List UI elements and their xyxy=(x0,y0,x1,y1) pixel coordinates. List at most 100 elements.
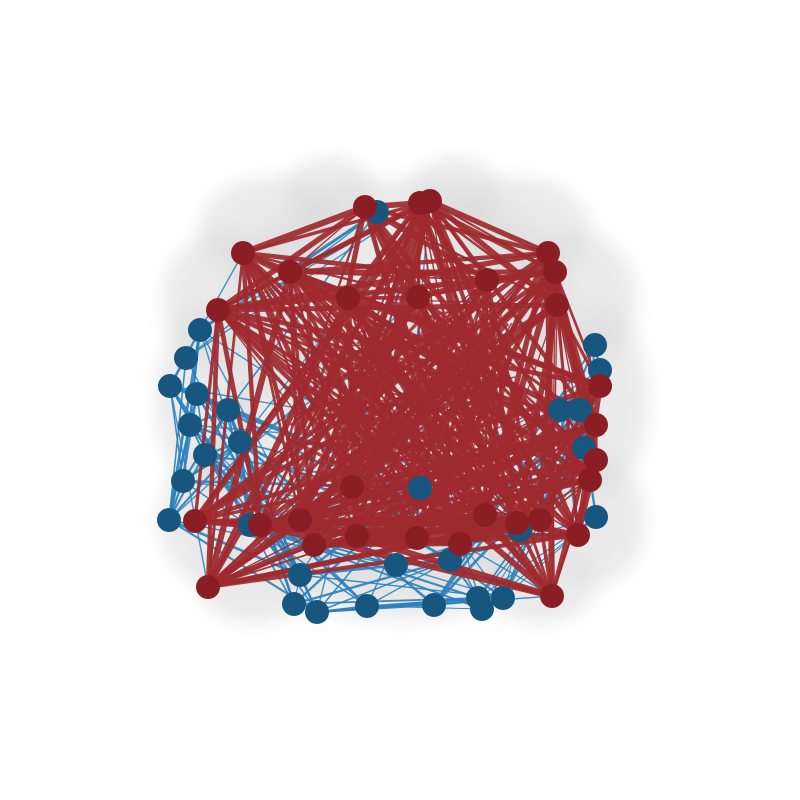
edge-red-inner-497 xyxy=(358,371,452,509)
node-blue-19 xyxy=(384,553,408,577)
edge-red-inner-569 xyxy=(481,343,504,419)
edge-red-inner-482 xyxy=(315,306,468,343)
edge-red-inner-480 xyxy=(417,317,485,371)
edge-red-304 xyxy=(204,294,352,591)
edge-red-inner-558 xyxy=(413,399,496,525)
edge-red-inner-531 xyxy=(462,473,518,496)
node-red-20 xyxy=(345,524,369,548)
node-red-19 xyxy=(302,533,326,557)
edge-red-321 xyxy=(514,302,560,526)
node-red-10 xyxy=(336,286,360,310)
node-red-6 xyxy=(278,260,302,284)
edge-red-222 xyxy=(287,250,551,275)
edge-red-inner-526 xyxy=(345,403,400,521)
edge-red-283 xyxy=(217,309,353,488)
edge-blue-53 xyxy=(182,480,368,607)
node-blue-9 xyxy=(193,443,217,467)
node-blue-18 xyxy=(568,398,592,422)
edge-red-inner-543 xyxy=(390,390,497,486)
edge-red-157 xyxy=(239,203,369,257)
node-red-13 xyxy=(588,374,612,398)
node-blue-27 xyxy=(491,586,515,610)
node-blue-24 xyxy=(422,593,446,617)
edge-red-248 xyxy=(204,268,294,591)
edge-red-inner-573 xyxy=(370,381,461,497)
node-red-22 xyxy=(448,532,472,556)
node-blue-5 xyxy=(185,382,209,406)
edge-red-193 xyxy=(428,199,557,274)
edge-red-inner-519 xyxy=(476,417,497,458)
edge-red-407 xyxy=(482,512,555,599)
node-blue-2 xyxy=(188,318,212,342)
edge-red-inner-475 xyxy=(296,326,313,430)
edge-red-inner-528 xyxy=(289,323,406,427)
edge-red-322 xyxy=(555,303,580,537)
edge-red-inner-568 xyxy=(440,336,467,487)
node-red-24 xyxy=(566,523,590,547)
node-blue-21 xyxy=(282,592,306,616)
edge-red-357 xyxy=(297,457,599,523)
edge-red-inner-564 xyxy=(463,367,468,466)
node-red-9 xyxy=(206,298,230,322)
edge-red-inner-438 xyxy=(472,322,513,390)
edge-red-inner-474 xyxy=(351,355,434,363)
edge-red-inner-540 xyxy=(312,326,438,422)
node-red-21 xyxy=(405,526,429,550)
edge-red-inner-510 xyxy=(362,406,484,442)
edge-red-190 xyxy=(427,198,551,256)
edge-red-218 xyxy=(241,251,302,522)
node-blue-22 xyxy=(305,600,329,624)
node-red-1 xyxy=(353,195,377,219)
edge-red-inner-565 xyxy=(337,316,457,509)
node-red-29 xyxy=(248,513,272,537)
edge-red-inner-557 xyxy=(395,358,485,420)
edge-red-inner-535 xyxy=(295,478,479,512)
edge-red-189 xyxy=(241,199,432,255)
node-red-14 xyxy=(584,413,608,437)
edge-blue-60 xyxy=(248,523,480,600)
edge-red-inner-561 xyxy=(358,318,469,458)
edge-mixed-152 xyxy=(199,252,244,331)
edge-red-223 xyxy=(215,250,551,313)
node-red-30 xyxy=(528,508,552,532)
edge-red-365 xyxy=(193,485,354,523)
edge-red-inner-520 xyxy=(457,434,502,500)
node-red-27 xyxy=(288,508,312,532)
edge-red-284 xyxy=(193,308,220,523)
edge-red-inner-570 xyxy=(319,413,387,421)
node-blue-4 xyxy=(158,374,182,398)
node-blue-8 xyxy=(228,430,252,454)
node-blue-3 xyxy=(174,346,198,370)
edge-red-inner-571 xyxy=(291,341,375,418)
edge-red-inner-546 xyxy=(290,366,365,489)
edge-red-inner-529 xyxy=(407,347,452,444)
node-blue-7 xyxy=(178,413,202,437)
node-red-17 xyxy=(340,475,364,499)
node-blue-14 xyxy=(584,505,608,529)
edge-red-409 xyxy=(538,518,554,598)
edge-red-163 xyxy=(363,205,559,307)
edge-red-295 xyxy=(347,297,558,306)
node-red-16 xyxy=(578,468,602,492)
node-red-4 xyxy=(231,241,255,265)
node-blue-13 xyxy=(408,476,432,500)
node-blue-6 xyxy=(216,398,240,422)
node-red-12 xyxy=(545,293,569,317)
node-red-23 xyxy=(505,511,529,535)
edge-red-inner-456 xyxy=(364,303,501,332)
edge-red-380 xyxy=(206,543,316,589)
edge-red-336 xyxy=(259,385,601,526)
edge-red-inner-496 xyxy=(449,340,487,526)
edge-red-inner-552 xyxy=(463,360,472,365)
edge-red-inner-465 xyxy=(305,302,319,399)
edge-red-inner-522 xyxy=(491,488,512,503)
node-blue-10 xyxy=(171,469,195,493)
node-blue-15 xyxy=(583,333,607,357)
node-red-28 xyxy=(473,503,497,527)
edge-red-238 xyxy=(216,270,292,312)
node-blue-23 xyxy=(355,594,379,618)
node-blue-11 xyxy=(157,508,181,532)
node-red-7 xyxy=(475,268,499,292)
edge-red-inner-550 xyxy=(404,301,470,409)
